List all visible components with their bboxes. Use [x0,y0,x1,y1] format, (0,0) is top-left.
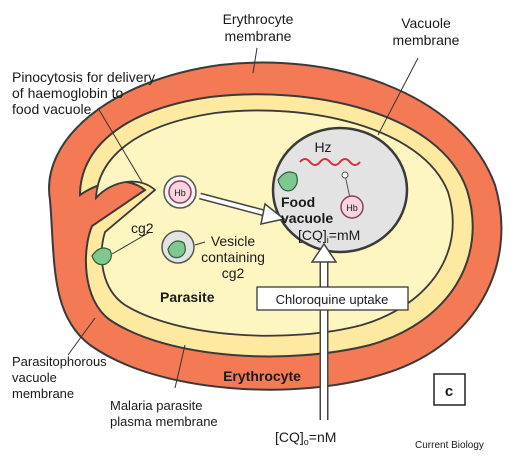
parasitophorous-label-3: membrane [12,386,74,401]
parasitophorous-label-2: vacuole [12,370,57,385]
cg2-label: cg2 [131,220,154,236]
parasite-label: Parasite [160,289,215,305]
cg2-food-vacuole [277,171,298,192]
leader-pinocytosis [97,107,143,183]
leader-parasitophorous [67,317,96,356]
erythrocyte-membrane-label-1: Erythrocyte [223,11,294,27]
source-label: Current Biology [415,440,484,451]
food-vacuole-label-2: vacuole [281,210,333,226]
leader-malaria-membrane [174,344,186,389]
leader-vacuole-membrane [377,57,419,136]
hb-food-vacuole [340,195,364,219]
panel-letter: c [445,383,453,400]
chloroquine-uptake-box [256,286,409,311]
vesicle-label-3: cg2 [222,265,245,281]
vesicle-label-2: containing [201,249,265,265]
parasitophorous-label-1: Parasitophorous [12,354,107,369]
pinocytosis-label-2: of haemoglobin to [12,85,124,101]
malaria-membrane-label-1: Malaria parasite [110,398,203,413]
leader-erythrocyte-membrane [252,47,258,74]
hb-dot [341,171,349,179]
vacuole-membrane-label-1: Vacuole [401,15,451,31]
hb-food-label: Hb [346,203,358,213]
leader-cg2 [111,231,151,255]
hemozoin-crystal [299,158,361,166]
erythrocyte-membrane-label-2: membrane [225,28,292,44]
erythrocyte-label: Erythrocyte [223,368,301,384]
panel-letter-box [433,373,466,406]
hb-vesicle [168,180,192,204]
vacuole-membrane-label-2: membrane [393,32,460,48]
vesicle-label-1: Vesicle [211,233,256,249]
hz-label: Hz [314,139,331,155]
hb-connector [344,174,351,199]
pinocytosis-label-3: food vacuole [12,101,92,117]
cq-inside-label: [CQ]i=mM [298,227,360,245]
cg2-free [91,247,112,266]
malaria-membrane-label-2: plasma membrane [110,414,218,429]
chloroquine-arrowhead [310,242,338,263]
cq-outside-label: [CQ]o=nM [275,429,336,447]
cg2-vesicle [167,240,186,259]
leader-vesicle [194,241,206,246]
hb-vesicle-label: Hb [174,188,186,198]
hb-transport-arrowhead [260,202,286,225]
food-vacuole-label-1: Food [281,194,315,210]
chloroquine-uptake-label: Chloroquine uptake [276,292,389,307]
pinocytosis-label-1: Pinocytosis for delivery [12,69,155,85]
